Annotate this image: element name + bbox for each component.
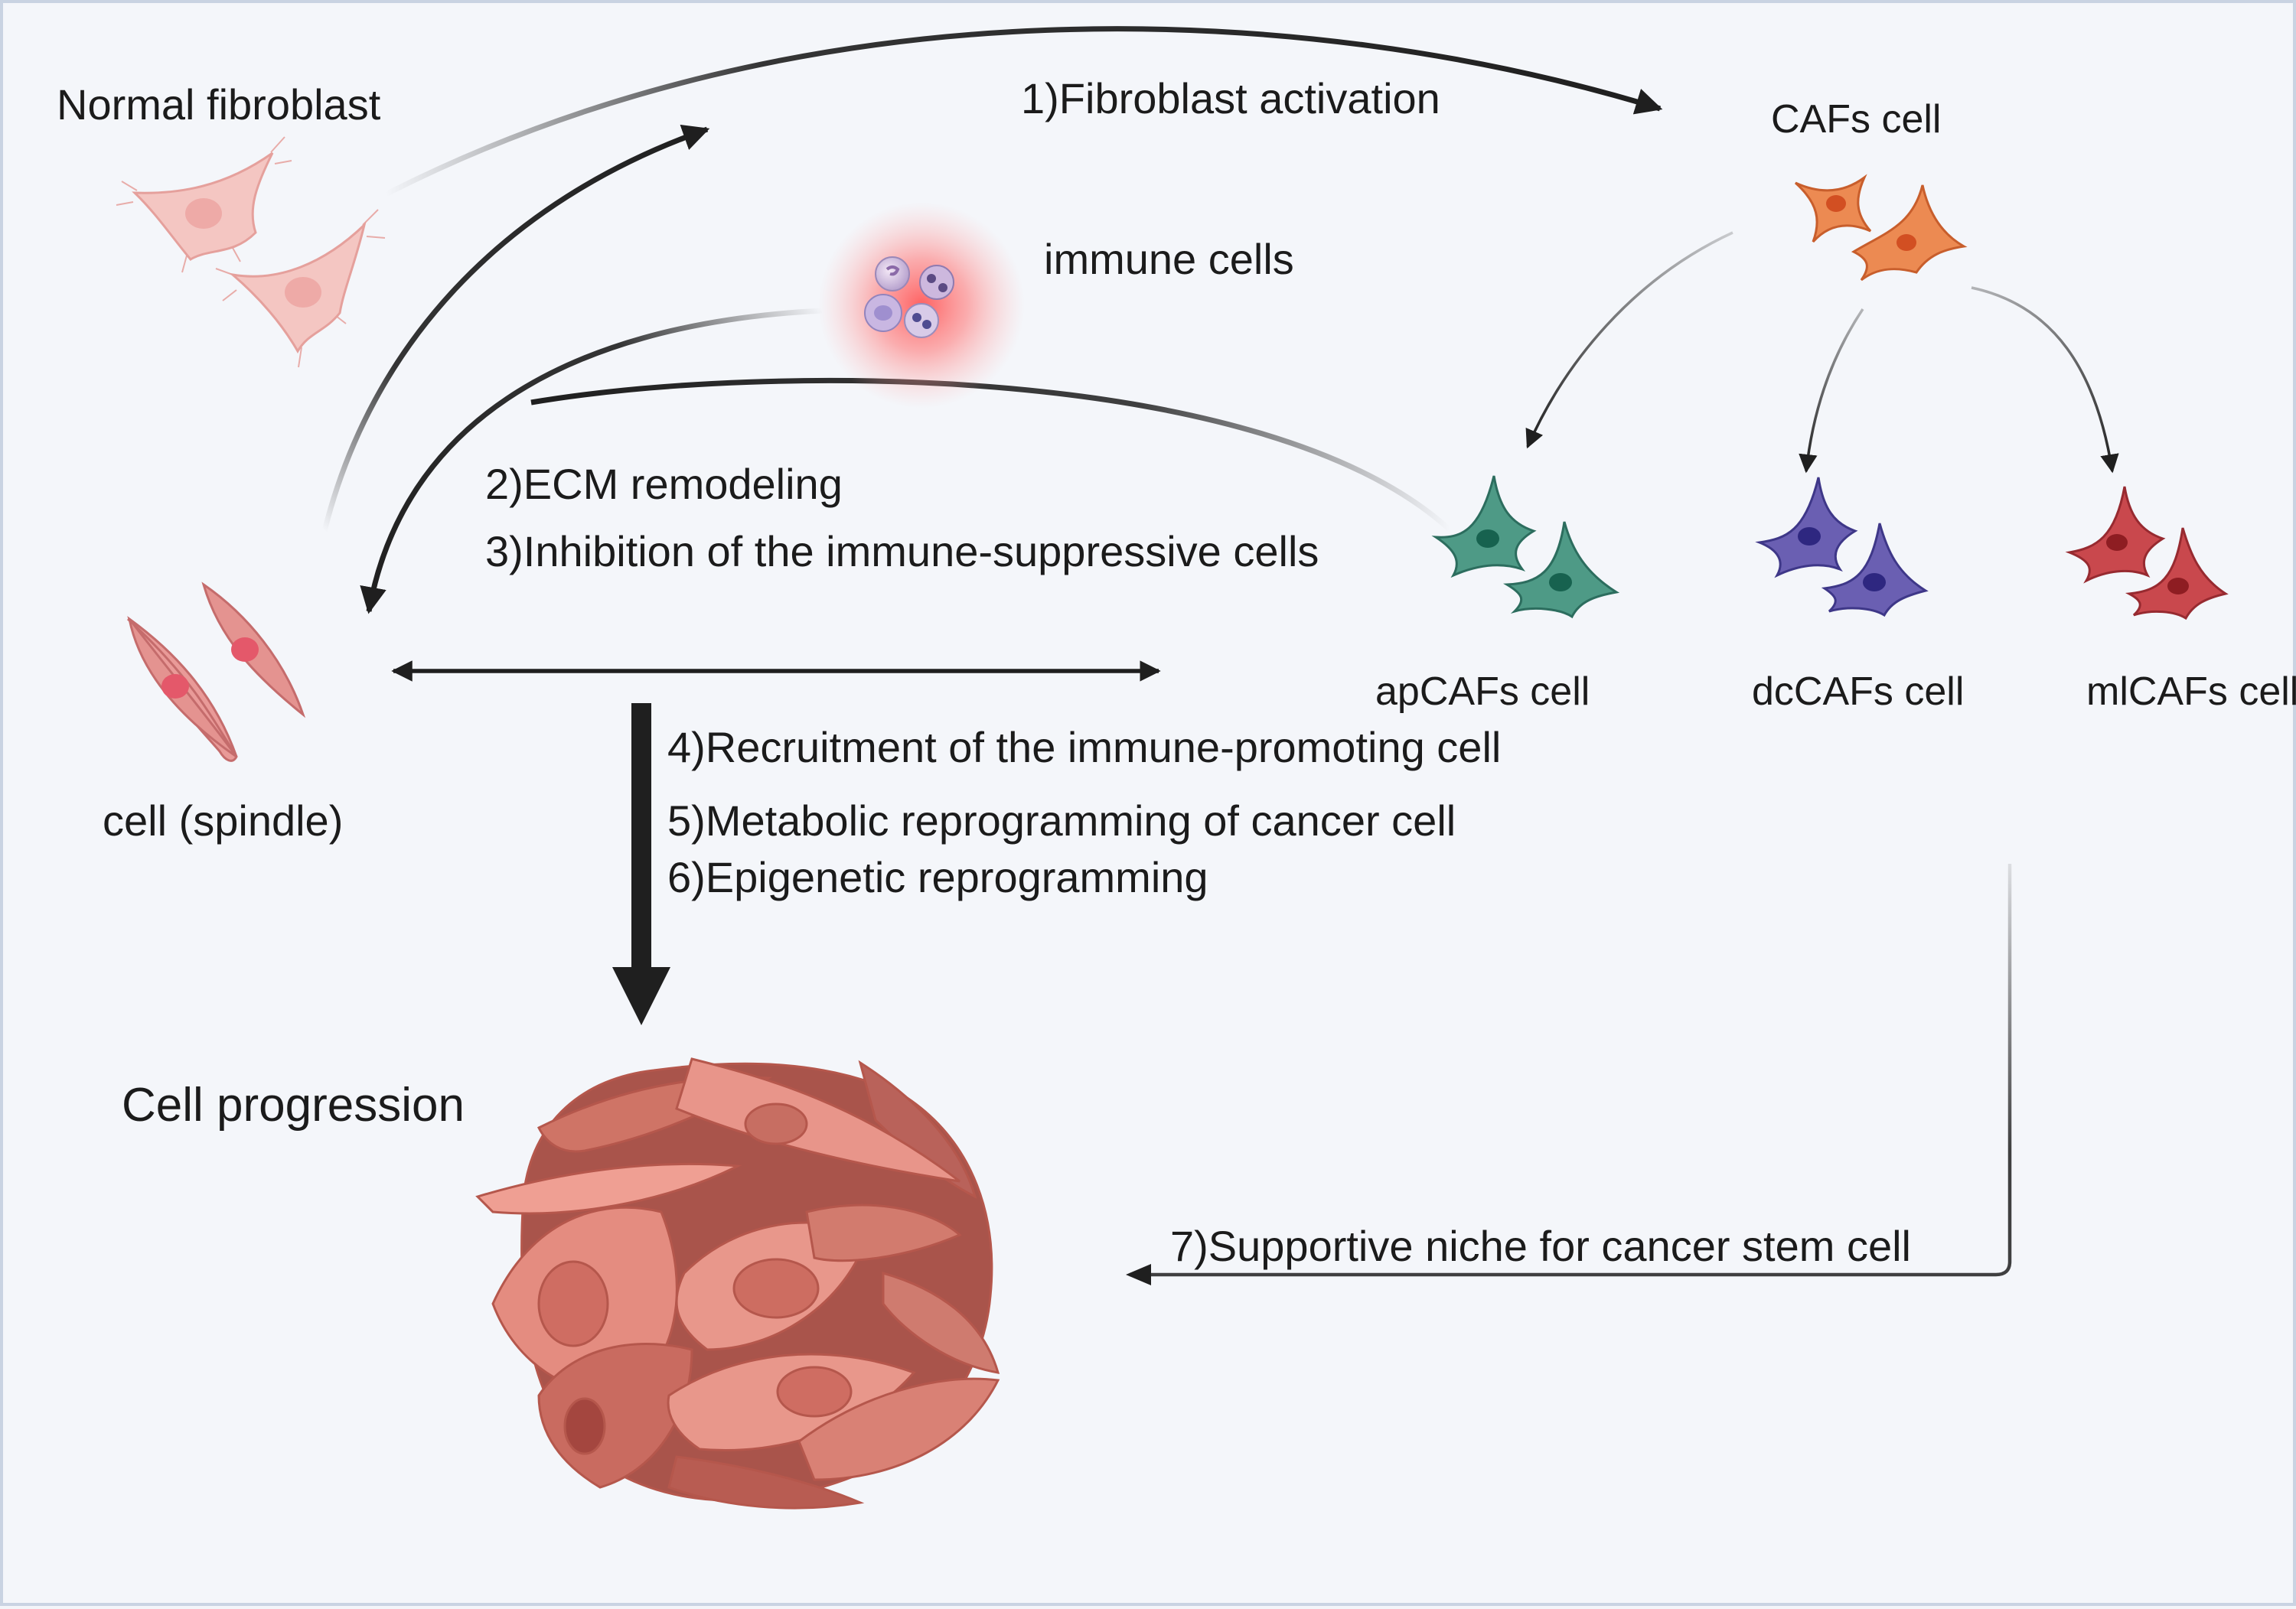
arrow-apcafs-feedback xyxy=(530,377,1452,532)
progression-arrow-shaft xyxy=(631,703,651,971)
step-3-inhibition-immune-suppressive: 3)Inhibition of the immune-suppressive c… xyxy=(485,527,1319,575)
mlcafs-cells xyxy=(2065,486,2229,620)
cafs-cells xyxy=(1794,174,1968,282)
arrow-supportive-niche xyxy=(1130,864,2012,1277)
step-4-recruitment-immune-promoting: 4)Recruitment of the immune-promoting ce… xyxy=(667,723,1502,771)
progression-arrow-head xyxy=(612,967,670,1025)
label-mlcafs-cell: mlCAFs cell xyxy=(2086,669,2296,714)
label-cell-spindle: cell (spindle) xyxy=(103,796,344,845)
label-immune-cells: immune cells xyxy=(1044,235,1294,283)
step-5-metabolic-reprogramming: 5)Metabolic reprogramming of cancer cell xyxy=(667,796,1456,845)
spindle-cells xyxy=(126,581,306,762)
step-1-fibroblast-activation: 1)Fibroblast activation xyxy=(1021,74,1440,122)
dccafs-cells xyxy=(1755,477,1929,617)
immune-cells-cluster xyxy=(818,202,1025,409)
tumor-mass xyxy=(475,1057,1000,1510)
label-cafs-cell: CAFs cell xyxy=(1771,97,1942,142)
arrow-immune-to-spindle xyxy=(360,308,823,614)
label-cell-progression: Cell progression xyxy=(122,1079,465,1132)
arrow-cafs-to-dccafs xyxy=(1799,308,1864,474)
label-apcafs-cell: apCAFs cell xyxy=(1375,669,1590,714)
arrow-fibroblast-activation xyxy=(384,26,1663,197)
label-dccafs-cell: dcCAFs cell xyxy=(1752,669,1965,714)
step-6-epigenetic-reprogramming: 6)Epigenetic reprogramming xyxy=(667,853,1208,901)
apcafs-cells xyxy=(1431,475,1620,619)
diagram-graphics xyxy=(116,26,2229,1510)
label-normal-fibroblast: Normal fibroblast xyxy=(57,80,381,129)
normal-fibroblast-cells xyxy=(116,136,386,368)
step-7-supportive-niche: 7)Supportive niche for cancer stem cell xyxy=(1170,1222,1911,1270)
arrow-cafs-to-apcafs xyxy=(1525,231,1733,449)
step-2-ecm-remodeling: 2)ECM remodeling xyxy=(485,460,843,508)
arrow-cafs-to-mlcafs xyxy=(1971,286,2119,474)
arrow-supportive-niche-head xyxy=(1126,1264,1151,1285)
arrow-spindle-to-activation xyxy=(321,124,710,532)
